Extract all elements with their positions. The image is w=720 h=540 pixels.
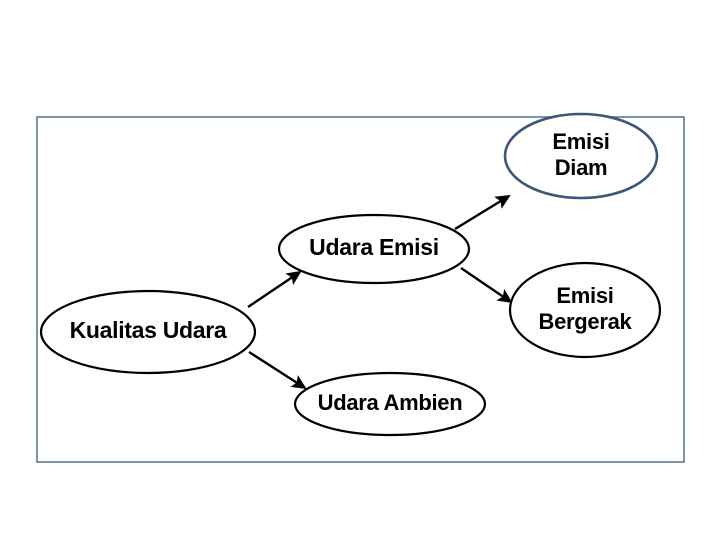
node-label-line: Kualitas Udara — [70, 317, 227, 343]
content-frame — [36, 116, 685, 463]
node-ellipse-kualitas-udara[interactable] — [39, 289, 257, 375]
arrow-udara-emisi-to-emisi-diam — [454, 194, 511, 231]
node-udara-emisi[interactable]: Udara Emisi — [277, 213, 471, 285]
node-label-line: Udara Emisi — [309, 234, 439, 260]
node-label-kualitas-udara: Kualitas Udara — [70, 317, 227, 343]
node-ellipse-emisi-diam[interactable] — [503, 112, 659, 200]
diagram-nodes: Kualitas Udara Udara Emisi Udara Ambien … — [39, 112, 662, 437]
node-label-line: Emisi — [556, 283, 613, 308]
node-label-line: Emisi — [552, 129, 609, 154]
node-ellipse-emisi-bergerak[interactable] — [508, 261, 662, 359]
arrow-udara-emisi-to-emisi-bergerak — [460, 267, 513, 304]
node-label-line: Diam — [555, 155, 608, 180]
node-label-udara-emisi: Udara Emisi — [309, 234, 439, 260]
node-ellipse-udara-emisi[interactable] — [277, 213, 471, 285]
node-label-udara-ambien: Udara Ambien — [318, 390, 463, 415]
node-udara-ambien[interactable]: Udara Ambien — [293, 371, 487, 437]
node-label-line: Bergerak — [539, 309, 633, 334]
node-ellipse-udara-ambien[interactable] — [293, 371, 487, 437]
arrow-kualitas-to-udara-emisi — [247, 270, 302, 308]
arrow-kualitas-to-udara-ambien — [248, 350, 307, 390]
diagram-edges — [247, 194, 513, 390]
node-kualitas-udara[interactable]: Kualitas Udara — [39, 289, 257, 375]
node-label-line: Udara Ambien — [318, 390, 463, 415]
